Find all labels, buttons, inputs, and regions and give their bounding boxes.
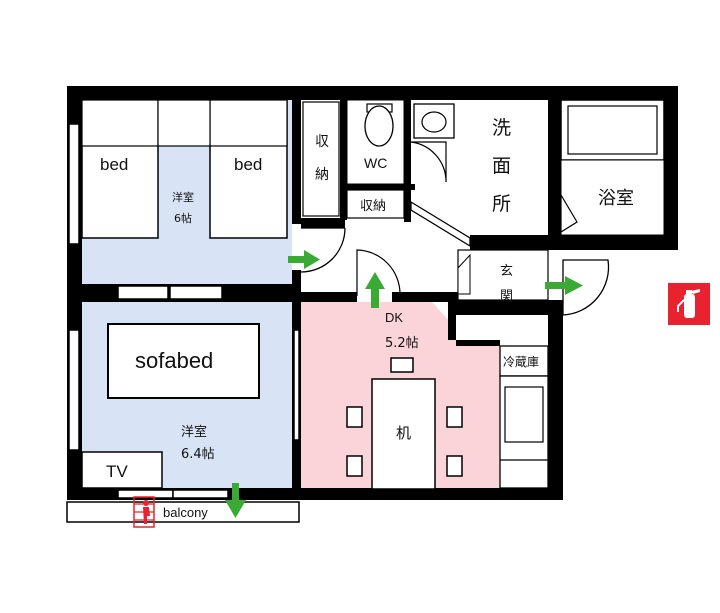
chair-left-1 — [346, 406, 363, 428]
exit-arrow-icon — [225, 483, 246, 518]
storage-small — [346, 189, 405, 219]
washroom-door — [410, 200, 471, 248]
chair-right-1 — [446, 406, 463, 428]
exit-arrow-icon — [288, 250, 320, 269]
fridge — [499, 345, 549, 377]
washroom-label-3: 所 — [492, 193, 511, 215]
storage-tall — [302, 101, 340, 217]
bathtub-inner — [567, 105, 658, 155]
bath-label: 浴室 — [598, 188, 634, 209]
exit-arrow-icon — [545, 276, 583, 295]
toilet-bowl — [364, 105, 394, 147]
kitchen-sink — [504, 386, 544, 443]
bed-right-pillow — [209, 99, 288, 147]
washroom-label-1: 洗 — [492, 117, 511, 139]
fire-extinguisher-icon — [668, 283, 710, 325]
sofabed-label: sofabed — [135, 348, 213, 373]
washroom-label-2: 面 — [492, 155, 511, 177]
dk-name: DK — [385, 310, 403, 325]
bed-left-pillow — [81, 99, 159, 147]
bed-left-label: bed — [100, 155, 128, 174]
bedroom-top-name: 洋室 — [172, 190, 194, 204]
door-swing-bath — [560, 192, 578, 234]
nightstand — [157, 99, 211, 147]
door-swing-entrance — [562, 259, 610, 316]
exit-arrow-icon — [365, 272, 385, 308]
entrance — [457, 249, 549, 301]
entrance-label-1: 玄 — [500, 264, 513, 279]
tv-stand — [81, 451, 163, 489]
door-swing-bedroom — [300, 227, 346, 273]
sofabed — [107, 323, 260, 399]
balcony-label: balcony — [163, 505, 208, 520]
dining-table — [371, 378, 436, 490]
door-swing-dk — [356, 249, 401, 296]
fridge-label: 冷蔵庫 — [503, 355, 539, 369]
bedroom-bottom-name: 洋室 — [181, 424, 207, 440]
windows — [68, 123, 300, 499]
entrance-step — [457, 253, 471, 295]
sink-bowl — [421, 111, 447, 133]
bath-floor — [560, 159, 665, 236]
dk-size: 5.2帖 — [385, 336, 419, 351]
bed-right-label: bed — [234, 155, 262, 174]
chair-right-2 — [446, 455, 463, 477]
chair-left-2 — [346, 455, 363, 477]
storage-tall-label-1: 収 — [315, 134, 329, 150]
wc-label: WC — [364, 155, 387, 171]
tv-label: TV — [106, 462, 128, 481]
bedroom-bottom-size: 6.4帖 — [181, 447, 215, 462]
chair-top — [390, 357, 414, 373]
dining-table-label: 机 — [396, 424, 411, 442]
bedroom-top-size: 6帖 — [174, 212, 192, 225]
escape-ladder-icon — [133, 496, 155, 528]
storage-small-label: 収納 — [360, 199, 386, 214]
entrance-label-2: 関 — [500, 289, 513, 304]
door-swing-wc — [410, 141, 447, 183]
storage-tall-label-2: 納 — [315, 167, 329, 183]
